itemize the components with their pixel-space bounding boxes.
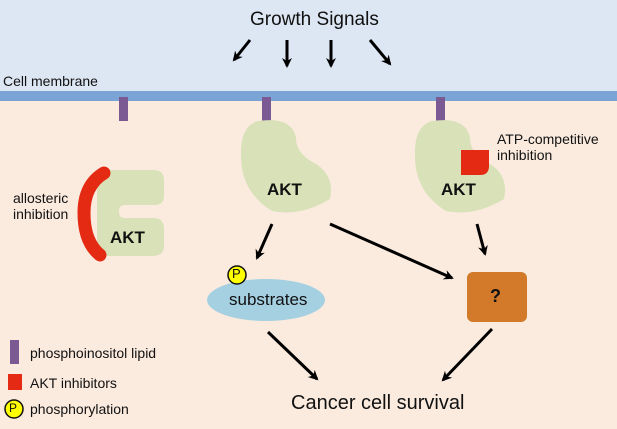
akt-center-shape	[240, 120, 332, 213]
akt-label-right: AKT	[441, 180, 476, 199]
legend-lipid-swatch	[10, 340, 19, 364]
lipid-anchor-right	[436, 97, 445, 121]
substrates-ellipse	[207, 279, 325, 321]
cancer-survival-label: Cancer cell survival	[291, 392, 465, 414]
phospho-symbol: P	[232, 266, 241, 281]
akt-atp-shape	[414, 120, 506, 213]
allosteric-label-line-2: inhibition	[13, 206, 69, 223]
atp-label-line-2: inhibition	[497, 147, 553, 164]
akt-label-left: AKT	[110, 228, 145, 247]
legend-phospho-swatch	[4, 399, 24, 419]
phospho-circle	[227, 265, 247, 285]
cell-membrane-label: Cell membrane	[3, 73, 98, 89]
legend-phosphorylation-label: phosphorylation	[30, 401, 129, 417]
cell-membrane	[0, 91, 617, 101]
akt-label-center: AKT	[267, 180, 302, 199]
unknown-box	[467, 272, 527, 322]
legend-lipid-label: phosphoinositol lipid	[30, 345, 157, 361]
atp-label-line-1: ATP-competitive	[497, 131, 599, 147]
legend-phospho-swatch-label: P	[9, 401, 18, 415]
growth-signal-arrows	[232, 39, 392, 68]
legend-inhibitor-label: AKT inhibitors	[30, 375, 117, 391]
lipid-anchor-left	[119, 97, 128, 121]
atp-label: ATP-competitive inhibition	[497, 131, 599, 163]
legend-inhibitor-swatch	[8, 374, 22, 390]
growth-signals-title: Growth Signals	[250, 9, 379, 30]
akt-allosteric-shape	[97, 170, 164, 256]
pathway-arrows	[255, 222, 494, 382]
allosteric-label: allosteric inhibition	[13, 190, 68, 222]
allosteric-inhibitor-shape	[77, 166, 111, 262]
allosteric-label-line-1: allosteric	[13, 190, 69, 206]
unknown-label: ?	[490, 286, 501, 306]
atp-inhibitor-shape	[461, 150, 489, 175]
substrates-label: substrates	[229, 290, 308, 309]
lipid-anchor-center	[262, 97, 271, 121]
extracellular-region	[0, 0, 617, 92]
